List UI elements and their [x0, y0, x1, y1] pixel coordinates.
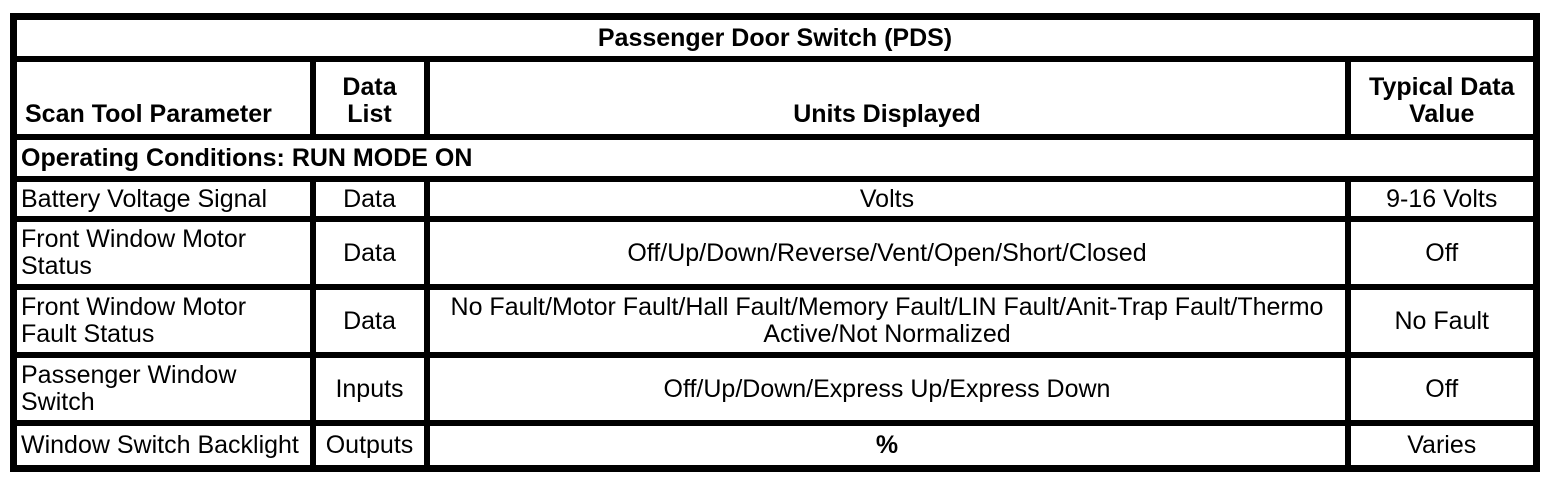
cell-units-displayed: % — [423, 420, 1351, 472]
cell-parameter: Front Window Motor Fault Status — [10, 284, 316, 358]
table-row: Window Switch Backlight Outputs % Varies — [10, 420, 1540, 472]
table-row: Front Window Motor Fault Status Data No … — [10, 284, 1540, 358]
cell-typical-data-value: Off — [1344, 216, 1540, 290]
cell-typical-data-value: Varies — [1344, 420, 1540, 472]
cell-parameter: Window Switch Backlight — [10, 420, 316, 472]
cell-data-list: Data — [309, 176, 430, 222]
operating-conditions-label: Operating Conditions: RUN MODE ON — [10, 134, 1540, 182]
cell-data-list: Data — [309, 216, 430, 290]
section-header-row: Operating Conditions: RUN MODE ON — [10, 134, 1540, 182]
cell-data-list: Inputs — [309, 352, 430, 426]
table-row: Passenger Window Switch Inputs Off/Up/Do… — [10, 352, 1540, 426]
column-header-scan-tool-parameter: Scan Tool Parameter — [10, 56, 316, 140]
column-header-units-displayed: Units Displayed — [423, 56, 1351, 140]
cell-units-displayed: No Fault/Motor Fault/Hall Fault/Memory F… — [423, 284, 1351, 358]
cell-typical-data-value: No Fault — [1344, 284, 1540, 358]
cell-typical-data-value: Off — [1344, 352, 1540, 426]
cell-units-displayed: Volts — [423, 176, 1351, 222]
column-header-typical-data-value: Typical Data Value — [1344, 56, 1540, 140]
table-header-row: Scan Tool Parameter Data List Units Disp… — [10, 56, 1540, 140]
scan-tool-parameter-table: Passenger Door Switch (PDS) Scan Tool Pa… — [10, 13, 1540, 472]
table-title-row: Passenger Door Switch (PDS) — [10, 13, 1540, 62]
cell-parameter: Battery Voltage Signal — [10, 176, 316, 222]
column-header-data-list: Data List — [309, 56, 430, 140]
cell-units-displayed: Off/Up/Down/Reverse/Vent/Open/Short/Clos… — [423, 216, 1351, 290]
cell-data-list: Outputs — [309, 420, 430, 472]
column-header-data-list-label: Data List — [342, 73, 397, 128]
cell-typical-data-value: 9-16 Volts — [1344, 176, 1540, 222]
table-row: Battery Voltage Signal Data Volts 9-16 V… — [10, 176, 1540, 222]
cell-units-displayed: Off/Up/Down/Express Up/Express Down — [423, 352, 1351, 426]
table-row: Front Window Motor Status Data Off/Up/Do… — [10, 216, 1540, 290]
document-page: Passenger Door Switch (PDS) Scan Tool Pa… — [0, 13, 1568, 487]
cell-data-list: Data — [309, 284, 430, 358]
cell-parameter: Front Window Motor Status — [10, 216, 316, 290]
table-title: Passenger Door Switch (PDS) — [10, 13, 1540, 62]
cell-parameter: Passenger Window Switch — [10, 352, 316, 426]
